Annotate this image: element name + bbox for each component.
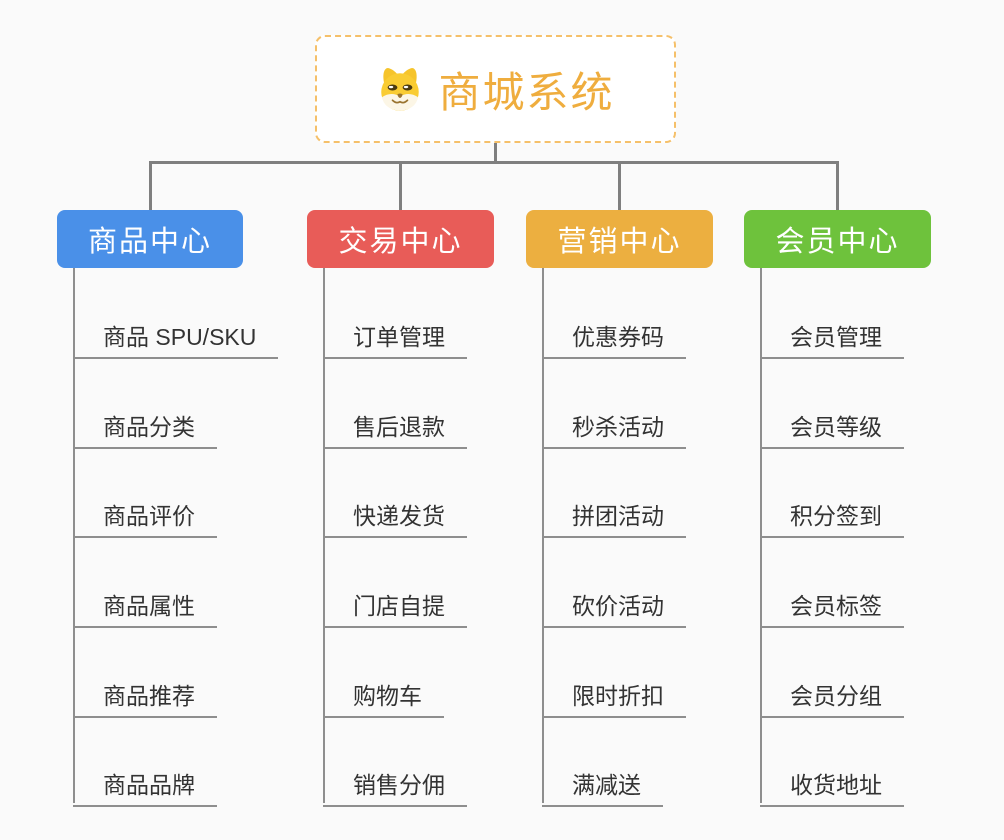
- root-title: 商城系统: [438, 68, 615, 116]
- leaf-label: 限时折扣: [572, 683, 664, 709]
- leaf-node[interactable]: 商品分类: [73, 404, 217, 449]
- leaf-label: 商品分类: [103, 414, 195, 440]
- branch-label: 营销中心: [557, 226, 682, 258]
- leaf-label: 订单管理: [353, 324, 445, 350]
- branch-node-members[interactable]: 会员中心: [744, 210, 931, 268]
- connector-drop-members: [836, 161, 839, 211]
- leaf-node[interactable]: 购物车: [323, 673, 444, 718]
- leaf-node[interactable]: 秒杀活动: [542, 404, 686, 449]
- leaf-node[interactable]: 砍价活动: [542, 583, 686, 628]
- leaf-column-members: 会员管理 会员等级 积分签到 会员标签 会员分组 收货地址: [760, 268, 995, 807]
- dog-face-icon: [381, 68, 420, 111]
- leaf-node[interactable]: 会员管理: [760, 314, 904, 359]
- connector-drop-trade: [399, 161, 402, 211]
- leaf-node[interactable]: 商品评价: [73, 493, 217, 538]
- leaf-node[interactable]: 积分签到: [760, 493, 904, 538]
- leaf-node[interactable]: 商品 SPU/SKU: [73, 314, 279, 359]
- leaf-label: 商品推荐: [103, 683, 195, 709]
- branch-spine-line: [73, 268, 75, 803]
- leaf-node[interactable]: 门店自提: [323, 583, 467, 628]
- leaf-node[interactable]: 商品推荐: [73, 673, 217, 718]
- leaf-label: 商品品牌: [103, 772, 195, 798]
- connector-bus-line: [149, 161, 839, 164]
- leaf-label: 砍价活动: [572, 593, 664, 619]
- leaf-label: 会员分组: [790, 683, 882, 709]
- connector-drop-marketing: [618, 161, 621, 211]
- branch-spine-line: [542, 268, 544, 803]
- leaf-label: 会员等级: [790, 414, 882, 440]
- leaf-node[interactable]: 限时折扣: [542, 673, 686, 718]
- leaf-label: 购物车: [353, 683, 422, 709]
- leaf-label: 满减送: [572, 772, 641, 798]
- leaf-node[interactable]: 满减送: [542, 762, 663, 807]
- leaf-label: 会员管理: [790, 324, 882, 350]
- leaf-label: 收货地址: [790, 772, 882, 798]
- leaf-node[interactable]: 售后退款: [323, 404, 467, 449]
- connector-root-stem: [494, 143, 497, 163]
- branch-label: 会员中心: [775, 226, 900, 258]
- branch-label: 商品中心: [87, 226, 212, 258]
- root-node-mall-system[interactable]: 商城系统: [315, 35, 676, 143]
- leaf-label: 商品 SPU/SKU: [103, 324, 257, 350]
- leaf-column-trade: 订单管理 售后退款 快递发货 门店自提 购物车 销售分佣: [323, 268, 558, 807]
- leaf-node[interactable]: 会员分组: [760, 673, 904, 718]
- leaf-node[interactable]: 会员等级: [760, 404, 904, 449]
- leaf-label: 商品属性: [103, 593, 195, 619]
- branch-node-marketing[interactable]: 营销中心: [526, 210, 713, 268]
- branch-label: 交易中心: [338, 226, 463, 258]
- leaf-label: 优惠券码: [572, 324, 664, 350]
- leaf-label: 会员标签: [790, 593, 882, 619]
- leaf-node[interactable]: 拼团活动: [542, 493, 686, 538]
- leaf-label: 销售分佣: [353, 772, 445, 798]
- leaf-node[interactable]: 快递发货: [323, 493, 467, 538]
- leaf-column-marketing: 优惠券码 秒杀活动 拼团活动 砍价活动 限时折扣 满减送: [542, 268, 777, 807]
- leaf-node[interactable]: 订单管理: [323, 314, 467, 359]
- leaf-node[interactable]: 商品属性: [73, 583, 217, 628]
- branch-spine-line: [323, 268, 325, 803]
- connector-drop-products: [149, 161, 152, 211]
- leaf-node[interactable]: 收货地址: [760, 762, 904, 807]
- branch-node-products[interactable]: 商品中心: [57, 210, 243, 268]
- leaf-label: 商品评价: [103, 503, 195, 529]
- branch-spine-line: [760, 268, 762, 803]
- leaf-label: 门店自提: [353, 593, 445, 619]
- leaf-node[interactable]: 优惠券码: [542, 314, 686, 359]
- leaf-column-products: 商品 SPU/SKU 商品分类 商品评价 商品属性 商品推荐 商品品牌: [73, 268, 308, 807]
- leaf-node[interactable]: 会员标签: [760, 583, 904, 628]
- leaf-node[interactable]: 销售分佣: [323, 762, 467, 807]
- leaf-label: 快递发货: [353, 503, 445, 529]
- leaf-label: 售后退款: [353, 414, 445, 440]
- branch-node-trade[interactable]: 交易中心: [307, 210, 494, 268]
- leaf-label: 秒杀活动: [572, 414, 664, 440]
- leaf-label: 拼团活动: [572, 503, 664, 529]
- leaf-node[interactable]: 商品品牌: [73, 762, 217, 807]
- leaf-label: 积分签到: [790, 503, 882, 529]
